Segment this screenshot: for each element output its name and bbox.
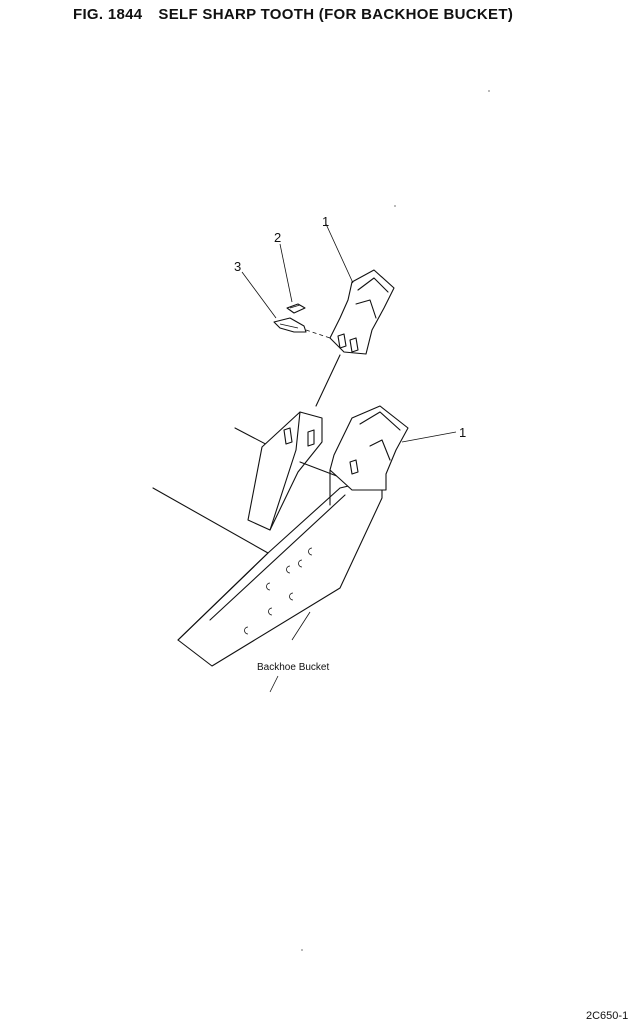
backhoe-bucket-caption: Backhoe Bucket — [257, 662, 329, 673]
speck — [488, 90, 490, 92]
callout-3: 3 — [234, 259, 241, 274]
callout-1-upper: 1 — [322, 214, 329, 229]
speck — [301, 949, 303, 951]
exploded-tooth-drawing — [329, 269, 395, 355]
figure-name: SELF SHARP TOOTH (FOR BACKHOE BUCKET) — [158, 6, 514, 23]
callout-1-lower: 1 — [459, 425, 466, 440]
lock-drawing — [273, 317, 307, 333]
left-adapter-drawing — [247, 411, 343, 531]
corner-code: 2C650-1 — [586, 1010, 629, 1022]
assembly-lines — [305, 329, 341, 407]
callout-2: 2 — [274, 230, 281, 245]
pin-drawing — [286, 303, 306, 314]
speck — [394, 205, 396, 207]
leader-lines — [241, 223, 457, 693]
installed-tooth-drawing — [329, 405, 409, 506]
bolt-holes — [244, 547, 313, 635]
figure-title: FIG. 1844 SELF SHARP TOOTH (FOR BACKHOE B… — [73, 6, 513, 23]
figure-number: FIG. 1844 — [73, 6, 143, 23]
